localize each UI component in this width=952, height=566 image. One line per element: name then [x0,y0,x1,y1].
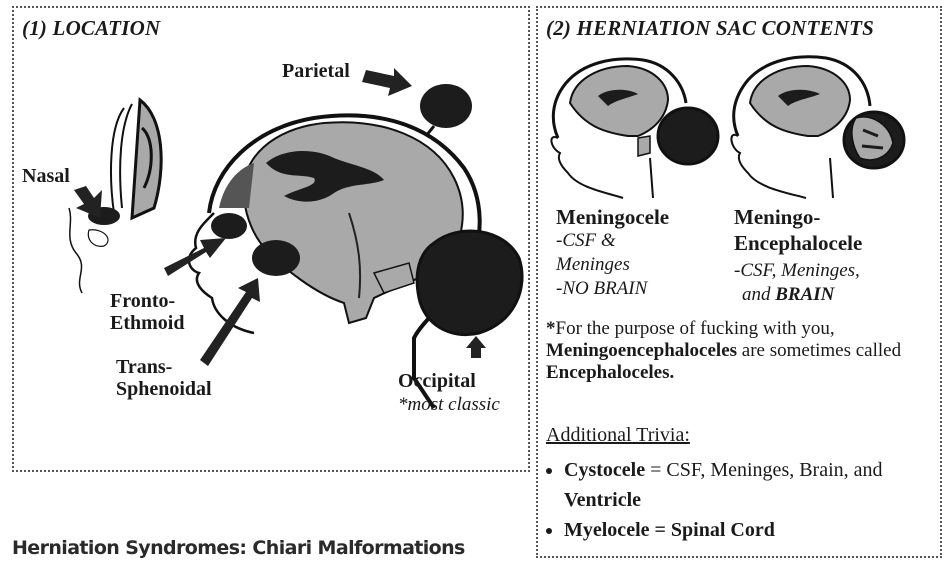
trans-sphenoidal-arrow-icon [200,278,260,366]
trivia-heading: Additional Trivia: [546,424,690,446]
encephalocele-note: *For the purpose of fucking with you, Me… [546,318,902,383]
sphenoidal-label: Sphenoidal [116,378,212,400]
meningocele-head-drawing [550,57,720,199]
nasal-label: Nasal [22,165,70,187]
head-sagittal-diagram [68,68,524,410]
fronto-ethmoid-arrow-icon [164,238,226,276]
trivia-list: Cystocele = CSF, Meninges, Brain, and Ve… [546,455,934,545]
nasal-inset-drawing [68,97,163,294]
meningocele-line3: -NO BRAIN [556,278,648,299]
most-classic-label: *most classic [398,394,500,415]
sac-comparison-drawings [550,55,906,199]
trans-label: Trans- [116,356,173,378]
encephalocele-name-line2: Encephalocele [734,231,863,255]
occipital-label: Occipital [398,370,476,392]
meningocele-name: Meningocele [556,205,670,229]
trivia-item-myelocele: Myelocele = Spinal Cord [564,515,934,545]
encephalocele-line2: and BRAIN [742,284,835,305]
encephalocele-head-drawing [730,55,906,199]
nasal-arrow-icon [74,186,102,218]
encephalocele-line1: -CSF, Meninges, [734,260,860,281]
fronto-label: Fronto- [110,290,176,312]
meningocele-line1: -CSF & [556,230,616,251]
meningocele-line2: Meninges [556,254,630,275]
arrows [74,68,486,366]
parietal-label: Parietal [282,60,350,82]
trivia-item-cystocele: Cystocele = CSF, Meninges, Brain, and Ve… [564,455,934,515]
location-title: (1) LOCATION [22,16,161,40]
parietal-arrow-icon [362,68,412,96]
main-head-drawing [187,84,524,410]
ethmoid-label: Ethmoid [110,312,185,334]
herniation-contents-title: (2) HERNIATION SAC CONTENTS [546,16,875,40]
location-panel: (1) LOCATION [12,6,530,472]
herniation-contents-panel: (2) HERNIATION SAC CONTENTS Meningocele … [536,6,942,558]
occipital-arrow-icon [466,336,486,358]
encephalocele-name-line1: Meningo- [734,205,821,229]
footer-section-title: Herniation Syndromes: Chiari Malformatio… [12,537,465,559]
